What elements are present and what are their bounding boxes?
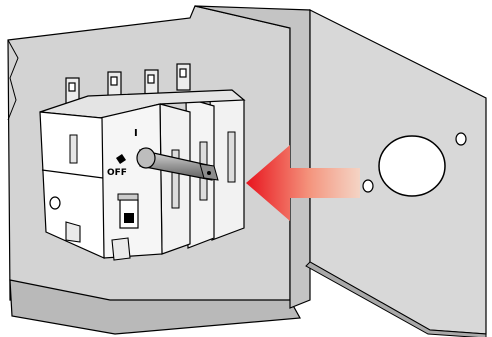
mounting-foot: [112, 238, 130, 260]
pole-module-1: [100, 104, 162, 258]
mounting-hole-icon: [456, 133, 466, 145]
side-screw: [50, 197, 60, 209]
side-slot: [70, 135, 77, 163]
handle-cutout-hole: [379, 136, 445, 196]
switch-on-label: I: [134, 128, 138, 139]
pole-module-4: [210, 92, 244, 240]
switch-off-label: OFF: [107, 168, 127, 178]
disconnect-switch: I OFF: [40, 64, 244, 260]
mounting-foot: [66, 222, 80, 242]
mounting-hole-icon: [363, 180, 373, 192]
